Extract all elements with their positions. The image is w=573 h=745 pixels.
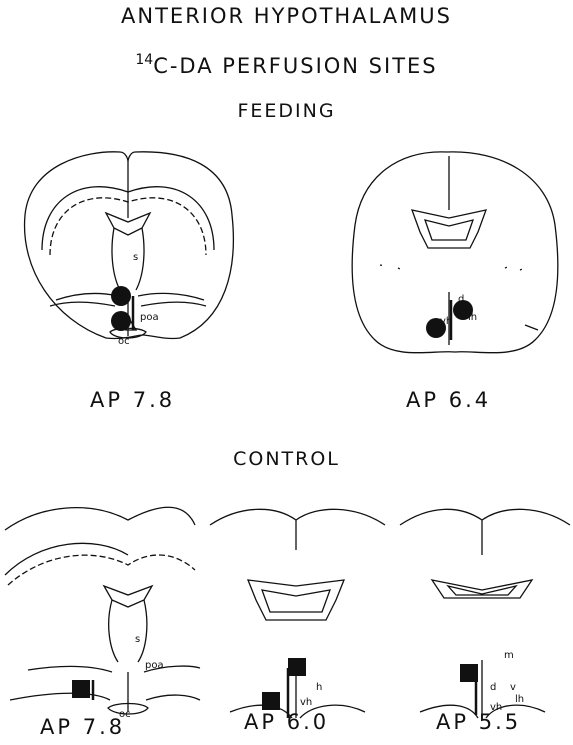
panel-label-feeding-ap64: AP 6.4 bbox=[406, 388, 491, 412]
septum bbox=[109, 600, 147, 662]
brain-outline bbox=[25, 152, 234, 339]
control-site-marker bbox=[288, 658, 306, 676]
section-feeding-ap78 bbox=[25, 152, 234, 339]
control-site-marker bbox=[460, 664, 478, 682]
corpus-callosum-inner bbox=[8, 555, 195, 585]
label-poa-control: poa bbox=[145, 660, 164, 671]
anterior-commissure bbox=[28, 666, 200, 672]
panel-label-control-ap78: AP 7.8 bbox=[40, 715, 125, 739]
ventricle-inner bbox=[425, 220, 473, 240]
section-control-ap78 bbox=[5, 507, 200, 714]
brain-outline-top bbox=[400, 509, 570, 525]
label-h-control60: h bbox=[316, 682, 322, 693]
label-oc: oc bbox=[118, 336, 130, 347]
ventricle-inner bbox=[262, 590, 330, 612]
section-control-ap60 bbox=[210, 509, 385, 718]
control-site-marker bbox=[72, 680, 90, 698]
label-v-control55: v bbox=[510, 682, 516, 693]
feeding-site-marker bbox=[453, 300, 473, 320]
ventral-boundary bbox=[10, 693, 200, 700]
brain-outline bbox=[5, 507, 195, 530]
ventricle-outer bbox=[412, 210, 486, 248]
feeding-site-marker bbox=[426, 318, 446, 338]
label-m-control55: m bbox=[504, 650, 514, 661]
label-poa: poa bbox=[140, 312, 159, 323]
panel-label-feeding-ap78: AP 7.8 bbox=[90, 388, 175, 412]
optic-tract bbox=[525, 325, 538, 330]
feeding-site-marker bbox=[111, 311, 131, 331]
label-septum-control: s bbox=[135, 634, 140, 645]
panel-label-control-ap55: AP 5.5 bbox=[436, 710, 521, 734]
ventricle-outer bbox=[248, 580, 344, 620]
corpus-callosum-outer bbox=[5, 543, 128, 575]
section-feeding-ap64 bbox=[352, 152, 558, 353]
label-vh-control60: vh bbox=[300, 697, 312, 708]
brain-outline-top bbox=[210, 509, 385, 525]
section-control-ap55 bbox=[400, 509, 570, 718]
probe-tracks bbox=[93, 296, 476, 718]
panel-label-control-ap60: AP 6.0 bbox=[244, 710, 329, 734]
label-d-control55: d bbox=[490, 682, 496, 693]
brain-outline bbox=[352, 152, 558, 353]
feeding-site-marker bbox=[111, 286, 131, 306]
fornix-right bbox=[505, 266, 525, 270]
label-septum: s bbox=[133, 252, 138, 263]
fornix-left bbox=[380, 265, 402, 270]
control-markers bbox=[72, 658, 478, 710]
septum bbox=[112, 228, 144, 290]
control-site-marker bbox=[262, 692, 280, 710]
region-labels: s poa oc d vh lh s poa oc h vh d v vh lh… bbox=[118, 252, 524, 720]
label-lh-control55: lh bbox=[515, 694, 524, 705]
